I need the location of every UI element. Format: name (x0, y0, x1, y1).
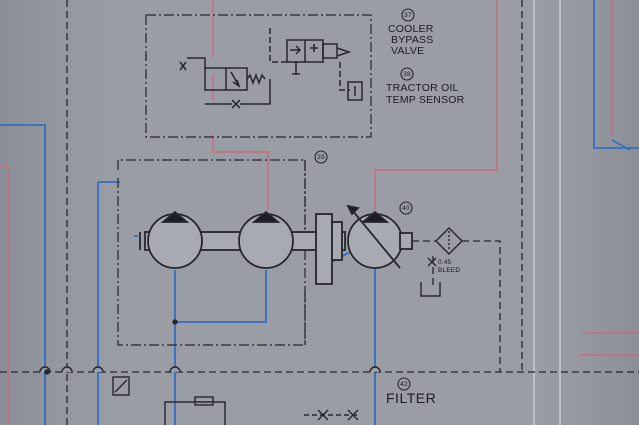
inline-filter-symbol (420, 227, 463, 297)
cooler-label-2: BYPASS (391, 34, 434, 46)
enclosure-pump (117, 159, 306, 346)
temp-sensor-label-1: TRACTOR OIL (386, 82, 459, 94)
callout-circles (314, 8, 415, 391)
callout-42: 42 (400, 381, 408, 388)
pump-assembly (139, 204, 413, 285)
page-edges (533, 0, 561, 425)
filter-label: FILTER (386, 390, 437, 406)
temp-sensor-label-2: TEMP SENSOR (386, 94, 465, 106)
cooler-label-3: VALVE (391, 45, 425, 57)
callout-40: 40 (402, 205, 410, 212)
line-crossovers (39, 319, 381, 375)
callout-39: 39 (317, 154, 325, 161)
bleed-orifice-size: 0.45 (438, 259, 452, 266)
lower-components (112, 376, 360, 425)
callout-38: 38 (403, 71, 411, 78)
enclosure-cooler-bypass (145, 14, 372, 138)
bleed-label: BLEED (438, 267, 461, 274)
cooler-label-1: COOLER (388, 23, 434, 35)
cooler-bypass-valve-symbol (179, 28, 363, 109)
callout-37: 37 (404, 12, 412, 19)
